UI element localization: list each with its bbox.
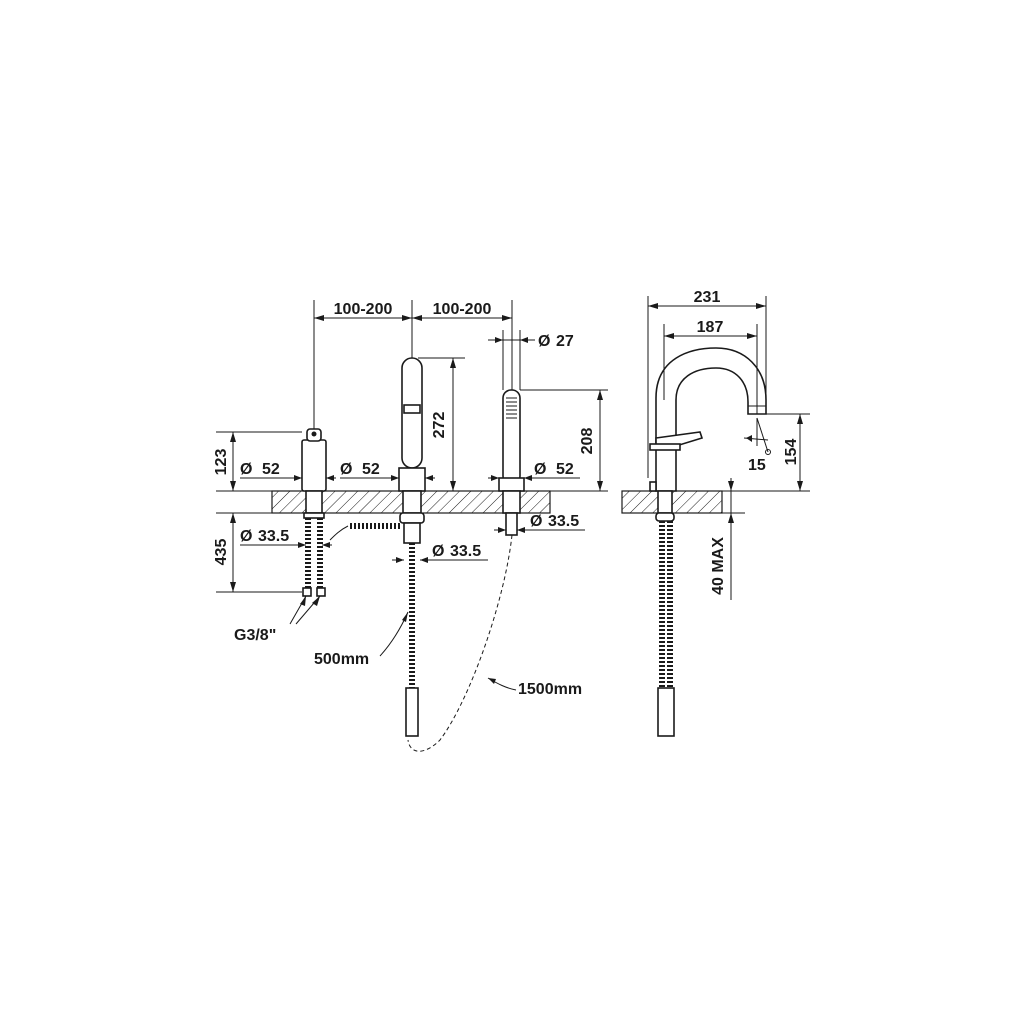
dim-shank-diameter-right-label: 33.5 [548, 513, 579, 530]
hose-long-label: 1500mm [518, 681, 582, 698]
dim-body-diameter-mid-label: 52 [362, 461, 380, 478]
diameter-symbol: Ø [340, 461, 352, 478]
dim-spacing-right: 100-200 [412, 300, 513, 390]
dim-handshower-height: 208 [520, 389, 608, 492]
dim-spout-height: 272 [418, 357, 465, 492]
connection-thread-label: G3/8" [234, 627, 276, 644]
dim-handshower-diameter-label: 27 [556, 333, 574, 350]
dim-handshower-diameter: Ø 27 [488, 330, 574, 390]
mixer-body-left [301, 428, 327, 597]
dim-spout-reach-outlet: 187 [663, 319, 758, 414]
dim-body-diameter-mid: Ø 52 [340, 461, 435, 481]
dim-body-diameter-right: Ø 52 [488, 461, 580, 481]
dim-shank-diameter-left: Ø 33.5 [240, 528, 332, 548]
spout-side-profile [649, 347, 767, 737]
callout-hose-long: 1500mm [487, 677, 582, 698]
diameter-symbol: Ø [240, 528, 252, 545]
dim-outlet-height: 154 [722, 413, 810, 492]
diameter-symbol: Ø [530, 513, 542, 530]
dim-body-diameter-left: Ø 52 [240, 461, 336, 481]
dim-shank-diameter-mid: Ø 33.5 [392, 543, 488, 563]
callout-connection-thread: G3/8" [234, 595, 321, 644]
handshower-right [407, 389, 525, 752]
dim-body-diameter-right-label: 52 [556, 461, 574, 478]
front-view: 100-200 100-200 Ø 27 272 [213, 300, 608, 752]
dim-shank-diameter-mid-label: 33.5 [450, 543, 481, 560]
hose-short-label: 500mm [314, 651, 369, 668]
dim-outlet-height-label: 154 [783, 439, 800, 466]
dim-spacing-right-label: 100-200 [433, 301, 492, 318]
diameter-symbol: Ø [538, 333, 550, 350]
dim-spout-reach-total-label: 231 [694, 289, 721, 306]
dim-shank-diameter-right: Ø 33.5 [494, 513, 585, 533]
dim-spacing-left: 100-200 [313, 300, 413, 429]
spout-body-center [329, 357, 426, 737]
dim-outlet-angle-label: 15 [748, 457, 766, 474]
dim-spout-reach-outlet-label: 187 [697, 319, 724, 336]
dim-spout-height-label: 272 [431, 412, 448, 439]
dim-spout-reach-total: 231 [647, 289, 767, 478]
side-view: 231 187 154 15 [621, 289, 810, 737]
diameter-symbol: Ø [240, 461, 252, 478]
dim-outlet-angle: 15 [743, 417, 771, 474]
dim-lever-height: 123 [213, 431, 302, 492]
dim-deck-thickness-label: 40 MAX [710, 537, 727, 595]
callout-hose-short: 500mm [314, 611, 409, 668]
dim-below-deck-length-label: 435 [213, 539, 230, 566]
dim-handshower-height-label: 208 [579, 428, 596, 455]
dim-shank-diameter-left-label: 33.5 [258, 528, 289, 545]
diameter-symbol: Ø [432, 543, 444, 560]
dim-lever-height-label: 123 [213, 449, 230, 476]
diameter-symbol: Ø [534, 461, 546, 478]
dim-deck-thickness: 40 MAX [710, 478, 745, 600]
dim-spacing-left-label: 100-200 [334, 301, 393, 318]
dim-below-deck-length: 435 [213, 512, 302, 593]
dim-body-diameter-left-label: 52 [262, 461, 280, 478]
